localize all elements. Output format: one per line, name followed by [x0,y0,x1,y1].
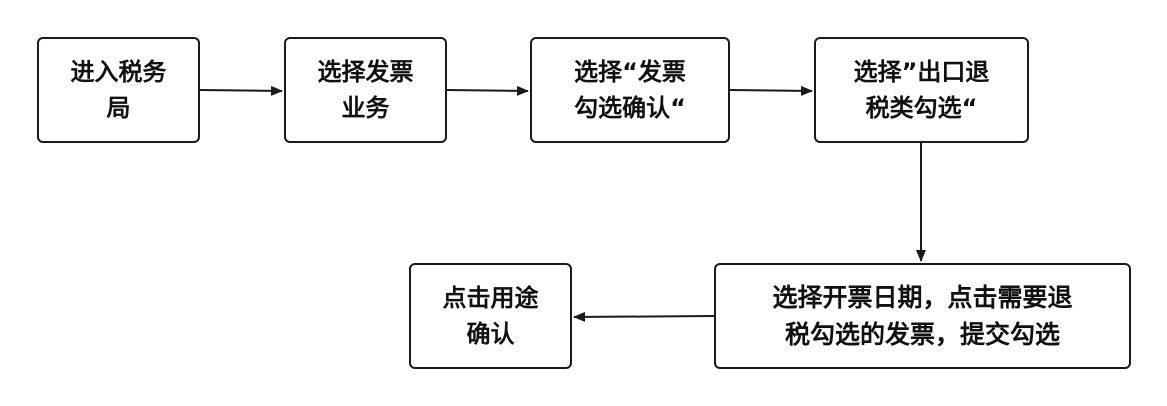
node-label: 点击用途 确认 [442,284,539,348]
node-select-invoice-check-confirm: 选择“发票 勾选确认“ [530,37,730,143]
edge-n2-n3 [446,85,529,96]
node-select-invoice-business: 选择发票 业务 [284,37,447,143]
node-select-date-submit-check: 选择开票日期，点击需要退 税勾选的发票，提交勾选 [714,263,1131,369]
node-select-export-rebate-check: 选择”出口退 税类勾选“ [814,37,1029,143]
node-label: 进入税务 局 [70,58,167,122]
node-label: 选择发票 业务 [317,58,414,122]
edge-n1-n2 [199,85,283,96]
node-click-usage-confirm: 点击用途 确认 [409,263,572,369]
node-enter-tax-bureau: 进入税务 局 [37,37,200,143]
edge-n3-n4 [729,85,813,96]
edge-n5-n6 [573,311,715,322]
node-label: 选择开票日期，点击需要退 税勾选的发票，提交勾选 [772,283,1073,349]
node-label: 选择”出口退 税类勾选“ [853,58,990,122]
node-label: 选择“发票 勾选确认“ [574,58,686,122]
